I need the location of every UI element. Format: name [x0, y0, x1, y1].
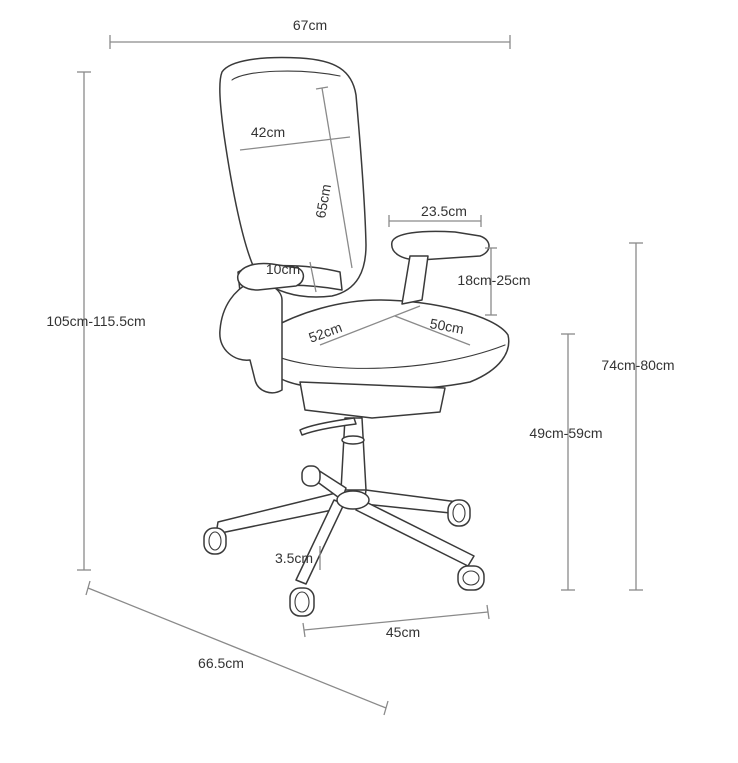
dim-line-total-depth: [87, 587, 387, 709]
label-base-span: 45cm: [386, 624, 420, 640]
chair-seat: [261, 299, 510, 391]
label-armrest-adjust: 18cm-25cm: [457, 272, 530, 288]
dim-tick: [383, 700, 389, 716]
chair-tilt-lever: [299, 417, 357, 436]
dimension-lines: [77, 35, 643, 716]
label-back-height: 65cm: [312, 183, 334, 219]
label-arm-height: 74cm-80cm: [601, 357, 674, 373]
chair-backrest-inner-edge: [231, 70, 341, 81]
chair-seat-front-edge: [267, 344, 506, 369]
chair-caster-front-right: [457, 565, 485, 591]
chair-right-armrest-pad: [391, 230, 490, 261]
dim-line-back-height: [321, 87, 353, 269]
chair-backrest: [219, 56, 367, 298]
label-back-width: 42cm: [251, 124, 285, 140]
label-lumbar: 10cm: [266, 261, 300, 277]
label-total-depth: 66.5cm: [198, 655, 244, 671]
dim-line-base-span: [303, 611, 489, 631]
chair-left-arm-frame: [219, 281, 283, 394]
chair-caster-right: [447, 499, 471, 527]
dimension-labels: 67cm 42cm 65cm 23.5cm 18cm-25cm 10cm 52c…: [46, 17, 674, 671]
chair-base-hub: [336, 490, 370, 510]
chair-gas-lift: [340, 417, 367, 491]
label-armrest-length: 23.5cm: [421, 203, 467, 219]
label-seat-depth: 50cm: [429, 315, 465, 337]
label-seat-height: 49cm-59cm: [529, 425, 602, 441]
dim-line-back-width: [239, 136, 351, 151]
chair-left-armrest-pad: [237, 262, 305, 291]
chair-caster-front-left: [289, 587, 315, 617]
dim-line-lumbar: [309, 261, 317, 293]
chair-caster-back: [301, 465, 321, 487]
label-total-height: 105cm-115.5cm: [46, 313, 145, 329]
label-total-width: 67cm: [293, 17, 327, 33]
chair-mechanism: [299, 381, 446, 419]
dim-tick: [315, 86, 329, 90]
chair-gas-lift-top: [341, 435, 365, 445]
dim-line-seat-depth: [394, 315, 471, 346]
dim-tick: [85, 580, 91, 596]
dim-tick: [486, 604, 490, 620]
label-caster: 3.5cm: [275, 550, 313, 566]
dim-tick: [302, 622, 306, 638]
dim-line-seat-width: [319, 305, 421, 346]
chair-illustration: [203, 56, 510, 617]
chair-right-arm-post: [401, 255, 429, 305]
chair-caster-left: [203, 527, 227, 555]
